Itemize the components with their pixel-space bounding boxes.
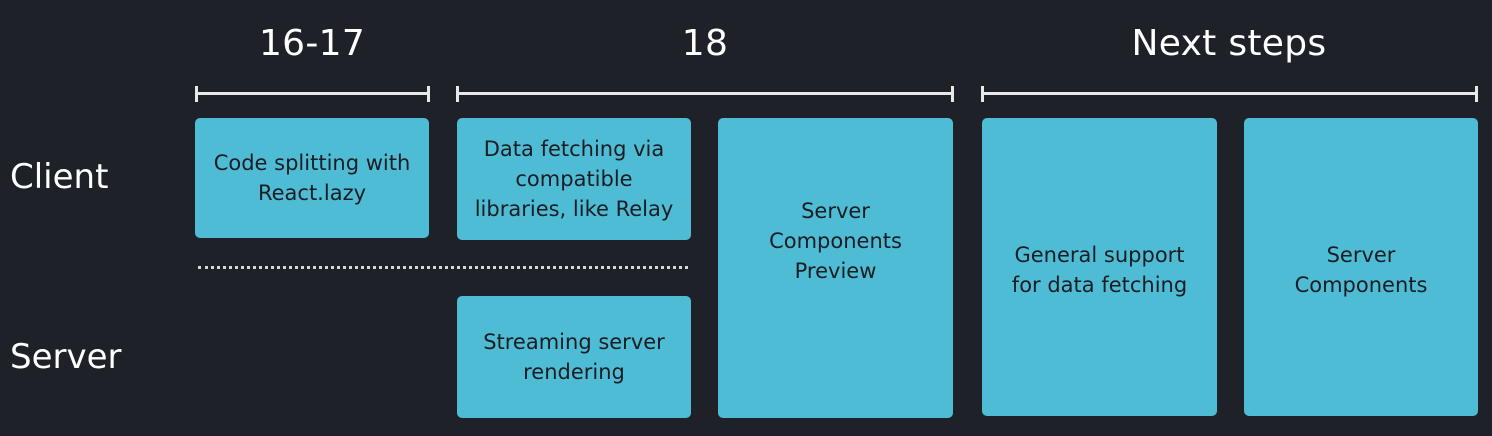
box-streaming-server-rendering: Streaming server rendering (457, 296, 691, 418)
box-server-components-preview-label: Server Components Preview (769, 199, 902, 283)
box-general-support-data-fetching: General support for data fetching (982, 118, 1217, 416)
box-code-splitting-label: Code splitting with React.lazy (213, 151, 411, 205)
row-label-server: Server (10, 337, 122, 377)
bracket-next-steps (981, 86, 1478, 102)
box-server-components-label: Server Components (1294, 243, 1428, 297)
box-streaming-server-rendering-label: Streaming server rendering (483, 330, 665, 384)
box-code-splitting: Code splitting with React.lazy (195, 118, 429, 238)
box-server-components: Server Components (1244, 118, 1478, 416)
box-data-fetching-label: Data fetching via compatible libraries, … (474, 137, 674, 221)
box-data-fetching: Data fetching via compatible libraries, … (457, 118, 691, 240)
box-server-components-preview: Server Components Preview (718, 118, 953, 418)
bracket-18 (456, 86, 954, 102)
client-server-divider (198, 266, 688, 269)
phase-title-16-17: 16-17 (258, 23, 366, 64)
phase-title-next-steps: Next steps (1131, 23, 1327, 64)
box-general-support-data-fetching-label: General support for data fetching (1011, 243, 1188, 297)
phase-title-18: 18 (681, 23, 729, 64)
row-label-client: Client (10, 157, 109, 197)
bracket-16-17 (195, 86, 430, 102)
